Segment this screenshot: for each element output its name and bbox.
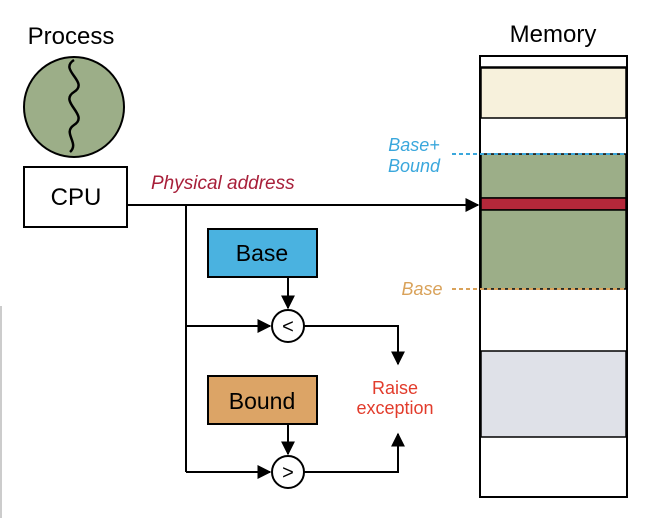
less-than-output-wire	[304, 325, 405, 366]
memory-segment-gray	[480, 350, 627, 438]
bound-register-label: Bound	[229, 388, 296, 414]
greater-than-output-wire	[304, 432, 405, 473]
memory-title: Memory	[510, 21, 597, 48]
base-bound-marker-line2: Bound	[388, 156, 441, 176]
memory-column	[479, 55, 628, 498]
memory-segment-cream	[480, 67, 627, 119]
cpu-label: CPU	[51, 184, 102, 211]
process-title: Process	[28, 23, 115, 50]
memory-segment-process-lower	[480, 209, 627, 290]
less-than-symbol: <	[282, 316, 294, 338]
greater-than-symbol: >	[282, 462, 294, 484]
bound-register	[207, 375, 318, 425]
raise-exception-line2: exception	[356, 398, 433, 418]
base-register	[207, 228, 318, 278]
raise-exception-line1: Raise	[372, 378, 418, 398]
cpu-box	[23, 166, 128, 228]
base-bound-marker-line1: Base+	[388, 135, 440, 155]
base-register-label: Base	[236, 240, 288, 266]
memory-segment-process-upper	[480, 153, 627, 199]
memory-segment-accessed-address	[480, 197, 627, 211]
base-marker-label: Base	[401, 279, 442, 299]
process-squiggle-icon	[68, 58, 80, 153]
physical-address-label: Physical address	[151, 173, 295, 194]
